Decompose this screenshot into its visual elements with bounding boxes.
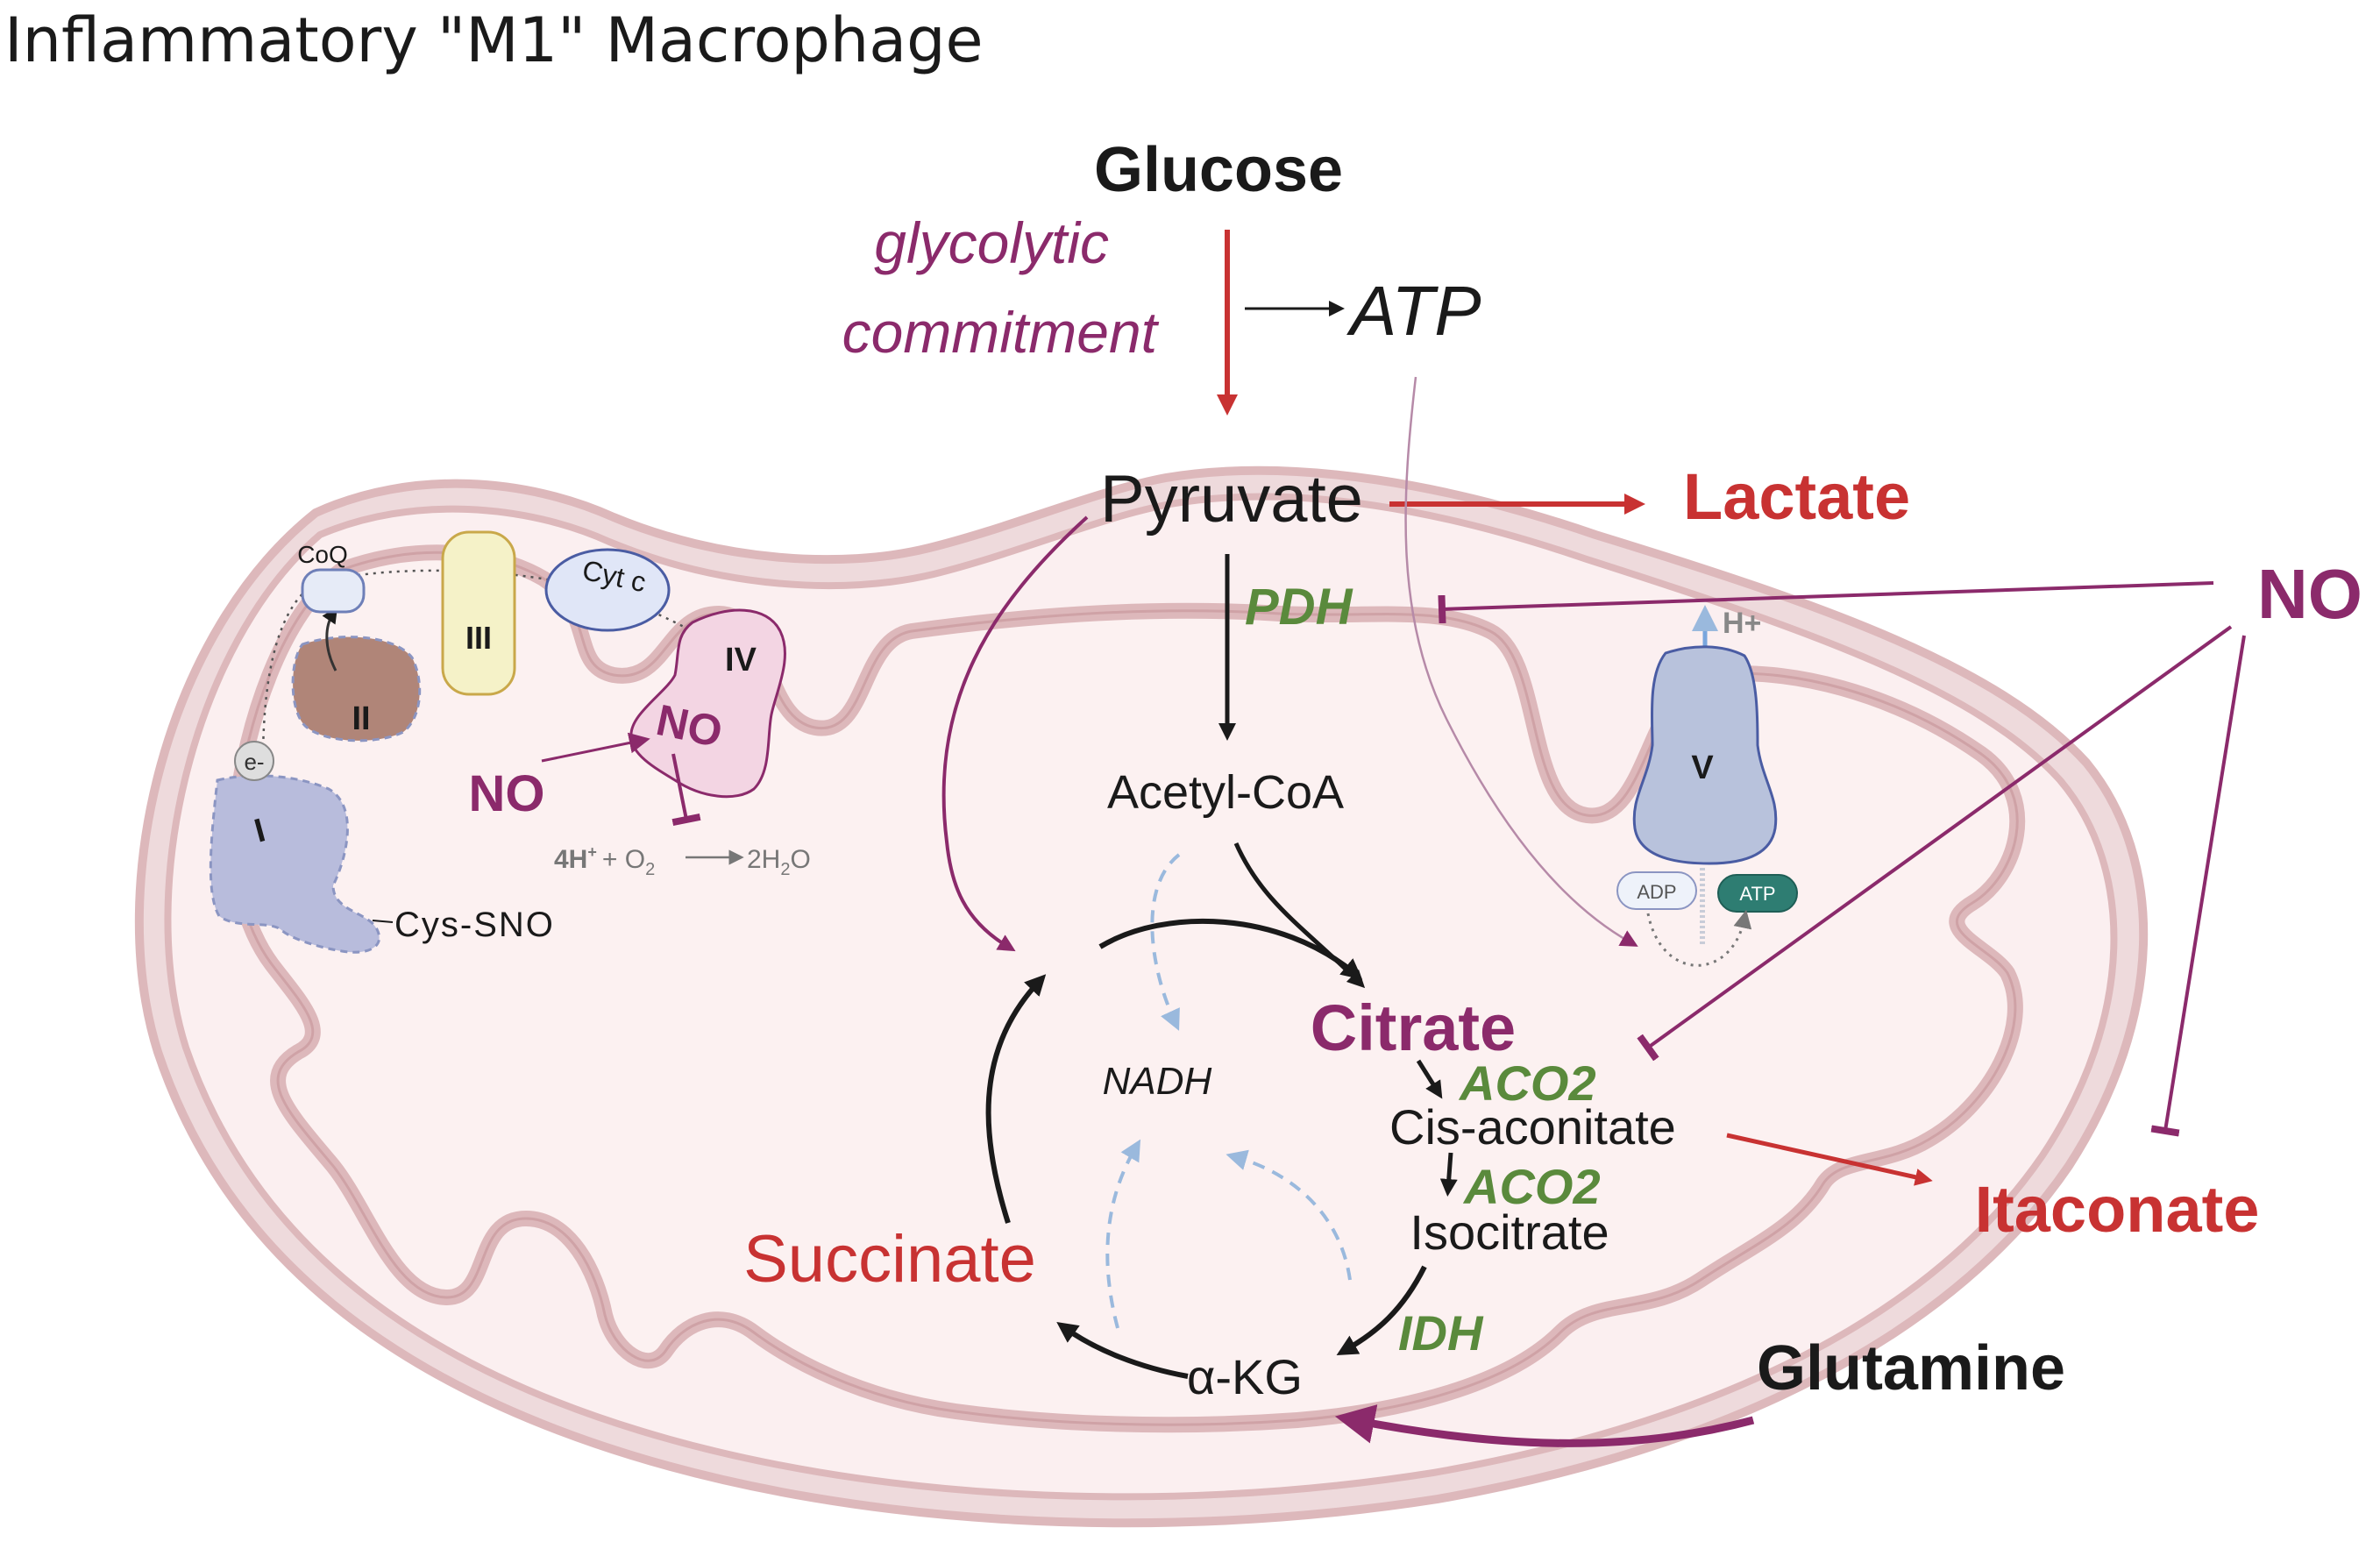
coq-label: CoQ bbox=[297, 541, 348, 568]
lactate-label: Lactate bbox=[1683, 460, 1910, 533]
electron-transport-chain: I e- Cys-SNO II CoQ III Cyt c IV NO NO 4… bbox=[209, 530, 811, 954]
nadh-arrow-top bbox=[1150, 853, 1181, 1031]
succinate-label: Succinate bbox=[743, 1222, 1036, 1297]
tca-cycle: PDH Acetyl-CoA NADH Citrate ACO2 Cis-aco… bbox=[743, 515, 2260, 1447]
akg-label: α-KG bbox=[1187, 1349, 1303, 1404]
acetyl-coa-label: Acetyl-CoA bbox=[1107, 766, 1344, 819]
cycle-top-arc bbox=[1098, 918, 1363, 980]
no-inhibits-aco2 bbox=[1637, 625, 2233, 1062]
pyruvate-label: Pyruvate bbox=[1100, 462, 1363, 536]
complex-iii bbox=[441, 530, 516, 696]
atp-synthase: H+ V ADP ATP bbox=[1616, 605, 1798, 967]
complex-iv bbox=[629, 608, 786, 799]
cis-aconitate-label: Cis-aconitate bbox=[1389, 1099, 1676, 1155]
atp-pill-label: ATP bbox=[1739, 883, 1775, 905]
no-label-right: NO bbox=[2257, 555, 2362, 633]
cys-sno-connector bbox=[372, 920, 394, 923]
itaconate-label: Itaconate bbox=[1975, 1173, 2260, 1246]
no-complex-iv-inhibition bbox=[671, 753, 701, 827]
isocitrate-to-akg-arrow bbox=[1336, 1265, 1427, 1355]
isocitrate-label: Isocitrate bbox=[1410, 1204, 1609, 1260]
atp-pill bbox=[1717, 874, 1798, 913]
water-reaction: 4H++ O2 bbox=[554, 843, 655, 879]
complex-ii-label: II bbox=[352, 700, 370, 737]
acetylcoa-to-citrate-arrow bbox=[1233, 842, 1366, 989]
idh-label: IDH bbox=[1398, 1305, 1484, 1361]
glutamine-to-akg-arrow bbox=[1334, 1404, 1755, 1447]
succinate-to-top-arc bbox=[985, 974, 1047, 1224]
no-inhibits-pdh bbox=[1438, 581, 2214, 624]
complex-v-label: V bbox=[1691, 750, 1714, 786]
glutamine-label: Glutamine bbox=[1757, 1333, 2065, 1403]
citrate-to-cisaconitate-arrow bbox=[1416, 1059, 1443, 1099]
cyt-c bbox=[544, 548, 671, 632]
complex-i bbox=[209, 774, 380, 954]
nadh-label: NADH bbox=[1103, 1060, 1212, 1103]
inner-membrane-line bbox=[232, 551, 2019, 1426]
adp-to-atp-curve bbox=[1646, 909, 1752, 967]
complex-ii-to-coq-arrow bbox=[322, 607, 337, 671]
aco2-label-1: ACO2 bbox=[1458, 1055, 1596, 1111]
adp-label: ADP bbox=[1637, 881, 1676, 903]
pdh-label: PDH bbox=[1245, 579, 1353, 636]
aco2-label-2: ACO2 bbox=[1462, 1159, 1601, 1214]
h-plus-label: H+ bbox=[1723, 607, 1761, 640]
no-label-left: NO bbox=[469, 765, 545, 822]
cisaconitate-to-itaconate-arrow bbox=[1726, 1133, 1933, 1186]
cisaconitate-to-isocitrate-arrow bbox=[1439, 1152, 1458, 1197]
pyruvate-to-cycle-curve bbox=[941, 515, 1089, 952]
page-title: Inflammatory "M1" Macrophage bbox=[4, 4, 984, 76]
glucose-label: Glucose bbox=[1094, 135, 1343, 205]
electron-label: e- bbox=[244, 749, 264, 775]
electron-icon bbox=[234, 741, 274, 781]
no-to-complex-iv-arrow bbox=[541, 732, 650, 763]
no-inhibits-itaconate bbox=[2150, 635, 2246, 1137]
complex-iv-label: IV bbox=[725, 642, 757, 679]
glycolytic-commitment-line2: commitment bbox=[842, 300, 1160, 365]
atp-to-adp-curve bbox=[1404, 376, 1638, 947]
complex-v bbox=[1632, 645, 1778, 865]
complex-ii bbox=[291, 636, 422, 743]
no-inhibition: NO bbox=[1438, 555, 2362, 1137]
atp-label: ATP bbox=[1346, 272, 1481, 350]
adp-pill bbox=[1616, 871, 1697, 910]
glycolysis: Glucose glycolytic commitment ATP Pyruva… bbox=[842, 135, 1910, 947]
akg-to-succinate-arc bbox=[1056, 1322, 1189, 1379]
cys-sno-label: Cys-SNO bbox=[394, 906, 555, 944]
glycolytic-commitment-line1: glycolytic bbox=[874, 210, 1109, 275]
nadh-arrow-bottom-left bbox=[1105, 1139, 1141, 1329]
electron-path bbox=[261, 569, 734, 792]
complex-iii-label: III bbox=[465, 620, 492, 656]
water-product: 2H2O bbox=[747, 845, 811, 879]
coq bbox=[301, 568, 366, 614]
citrate-label: Citrate bbox=[1311, 991, 1516, 1064]
nadh-arrow-bottom-right bbox=[1226, 1149, 1352, 1281]
